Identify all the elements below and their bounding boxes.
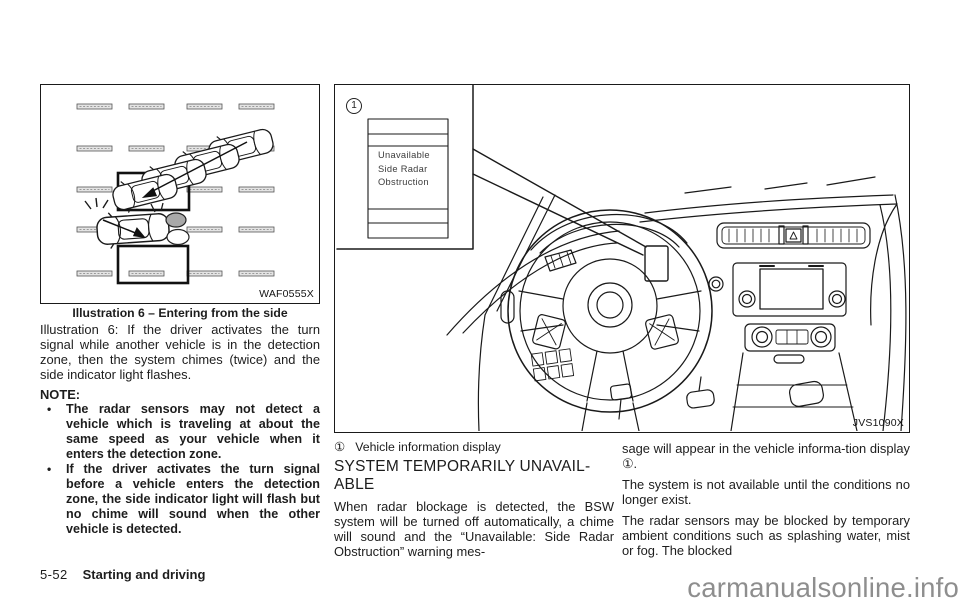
figure-code: JVS1090X: [852, 417, 904, 429]
driver-car: [84, 197, 171, 251]
text-column-2: sage will appear in the vehicle informa-…: [622, 433, 910, 564]
note-bullet-2: • If the driver activates the turn signa…: [40, 462, 320, 537]
text-column-1: ① Vehicle information display SYSTEM TEM…: [334, 433, 614, 564]
turn-signal-flash-right-icon: [150, 202, 164, 213]
page-footer: 5-52 Starting and driving: [40, 567, 205, 582]
left-column: WAF0555X Illustration 6 – Entering from …: [40, 84, 320, 537]
motion-arrow-icon: [141, 141, 248, 199]
section-title: Starting and driving: [82, 567, 206, 582]
watermark: carmanualsonline.info: [687, 572, 959, 603]
text-columns: ① Vehicle information display SYSTEM TEM…: [334, 433, 910, 564]
display-line: Side Radar: [378, 163, 428, 174]
section-heading: SYSTEM TEMPORARILY UNAVAIL- ABLE: [334, 458, 591, 493]
chime-icon-outline: [166, 228, 190, 246]
detection-zone-box-2: [116, 244, 190, 285]
bullet-icon: •: [47, 462, 52, 476]
display-line: Obstruction: [378, 177, 429, 187]
figure-caption: Illustration 6 – Entering from the side: [72, 306, 288, 320]
figure-code: WAF0555X: [259, 288, 314, 300]
bullet-icon: •: [47, 402, 52, 416]
vehicle-display-message: Unavailable Side Radar Obstruction: [378, 149, 430, 190]
note-bullet-text: If the driver activates the turn signal …: [66, 462, 320, 536]
display-line: Unavailable: [378, 150, 430, 160]
note-bullet-1: • The radar sensors may not detect a veh…: [40, 402, 320, 462]
body-paragraph: The system is not available until the co…: [622, 477, 910, 507]
turn-signal-flash-left-icon: [84, 197, 109, 210]
driver-arrow-icon: [102, 219, 146, 239]
dashboard-illustration: [336, 85, 907, 431]
body-paragraph: Illustration 6: If the driver activates …: [40, 322, 320, 382]
chime-icon-filled: [165, 212, 187, 228]
figure-legend-text: Vehicle information display: [355, 440, 501, 454]
entering-from-side-illustration: [76, 103, 277, 285]
figure-dashboard: 1 Unavailable Side Radar Obstruction JVS…: [334, 84, 910, 433]
callout-1-badge: 1: [346, 98, 362, 114]
circled-1-icon: ①: [334, 440, 346, 454]
figure-legend: ① Vehicle information display: [334, 440, 614, 455]
body-paragraph: When radar blockage is detected, the BSW…: [334, 499, 614, 559]
body-paragraph: The radar sensors may be blocked by temp…: [622, 513, 910, 558]
figure-entering-from-side: WAF0555X: [40, 84, 320, 304]
body-paragraph: sage will appear in the vehicle informa-…: [622, 441, 910, 471]
main-area: 1 Unavailable Side Radar Obstruction JVS…: [334, 84, 910, 564]
note-label: NOTE:: [40, 387, 81, 402]
note-bullet-text: The radar sensors may not detect a vehic…: [66, 402, 320, 461]
page-number: 5-52: [40, 567, 68, 582]
